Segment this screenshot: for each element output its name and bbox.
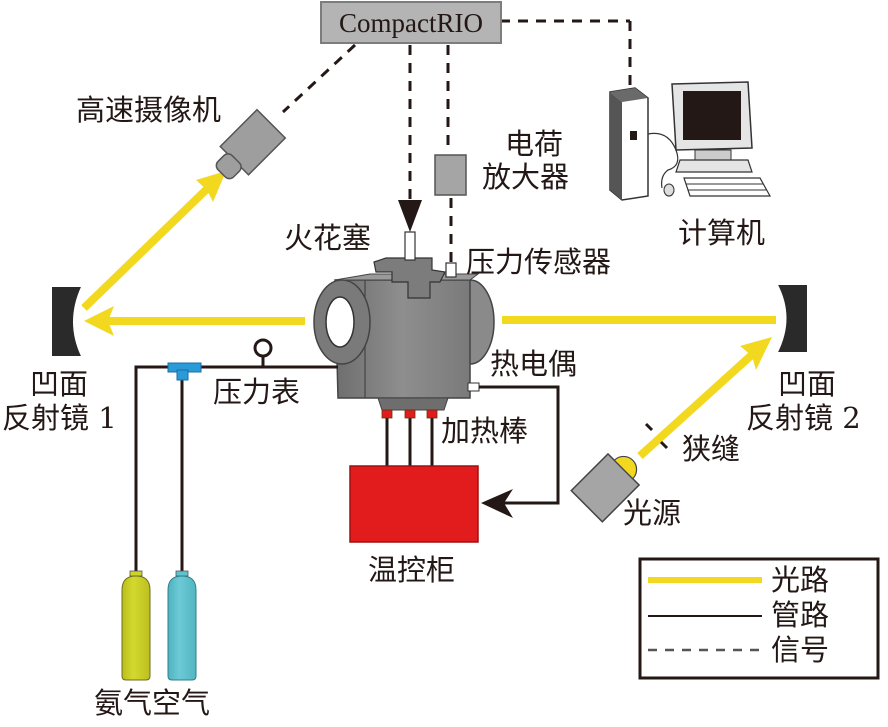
amplifier-label-line2: 放大器	[482, 160, 569, 194]
temperature-control-cabinet	[349, 465, 479, 543]
cabinet-label: 温控柜	[368, 553, 455, 587]
legend-label-optical-path: 光路	[771, 563, 829, 597]
optical-arrowhead-mirror1	[84, 306, 114, 336]
optical-paths	[81, 183, 776, 459]
heating-rods-label: 加热棒	[441, 414, 528, 448]
optical-arrowhead-mirror2	[740, 337, 772, 370]
mirror2-label-line1: 凹面	[778, 367, 836, 401]
mirror2-label-line2: 反射镜 2	[746, 401, 861, 435]
computer	[609, 81, 772, 201]
concave-mirror-1	[52, 286, 83, 357]
gas-pipeline	[134, 356, 338, 600]
pressure-gauge-label: 压力表	[213, 375, 300, 409]
concave-mirror-2	[776, 284, 807, 353]
thermocouple-wire	[479, 385, 560, 505]
air-cylinder	[167, 570, 197, 681]
legend-item-optical-path: 光路	[648, 563, 829, 597]
light-source	[570, 452, 641, 523]
amplifier-label-line1: 电荷	[505, 127, 563, 161]
pressure-gauge	[253, 338, 273, 358]
spark-plug-label: 火花塞	[284, 221, 371, 255]
light-source-label: 光源	[623, 496, 681, 530]
slit	[644, 422, 669, 450]
legend-box	[638, 557, 880, 680]
spark-plug	[404, 231, 416, 261]
signal-lines	[281, 19, 632, 262]
camera-label: 高速摄像机	[76, 93, 221, 127]
legend-label-pipeline: 管路	[771, 598, 829, 632]
optical-arrowhead-camera	[196, 171, 226, 202]
thermocouple-port	[467, 382, 480, 392]
heating-rods	[381, 409, 438, 466]
optical-mirror1-to-camera	[81, 183, 213, 311]
high-speed-camera	[215, 108, 287, 180]
ammonia-cylinder	[121, 570, 151, 681]
mirror1-label-line1: 凹面	[30, 367, 88, 401]
combustion-chamber	[313, 231, 495, 411]
pressure-sensor	[445, 262, 457, 278]
compactrio-label: CompactRIO	[339, 8, 483, 38]
legend-item-pipeline: 管路	[648, 598, 829, 632]
legend-item-signal: 信号	[648, 633, 829, 667]
mirror1-label-line2: 反射镜 1	[2, 401, 117, 435]
pressure-sensor-label: 压力传感器	[466, 245, 611, 279]
computer-label: 计算机	[678, 216, 765, 250]
thermocouple-label: 热电偶	[490, 347, 577, 381]
slit-label: 狭缝	[682, 432, 740, 466]
signal-crio-to-camera	[281, 43, 357, 114]
legend: 光路 管路 信号	[638, 557, 880, 680]
signal-arrowhead-spark	[398, 200, 422, 232]
thermocouple-arrowhead	[481, 489, 513, 518]
charge-amplifier	[434, 154, 467, 196]
compactrio-controller: CompactRIO	[320, 1, 502, 44]
tee-fitting	[167, 362, 202, 381]
legend-label-signal: 信号	[771, 633, 829, 667]
gas-cylinders-label: 氨气空气	[94, 686, 210, 720]
optical-source-to-mirror2	[637, 349, 758, 459]
